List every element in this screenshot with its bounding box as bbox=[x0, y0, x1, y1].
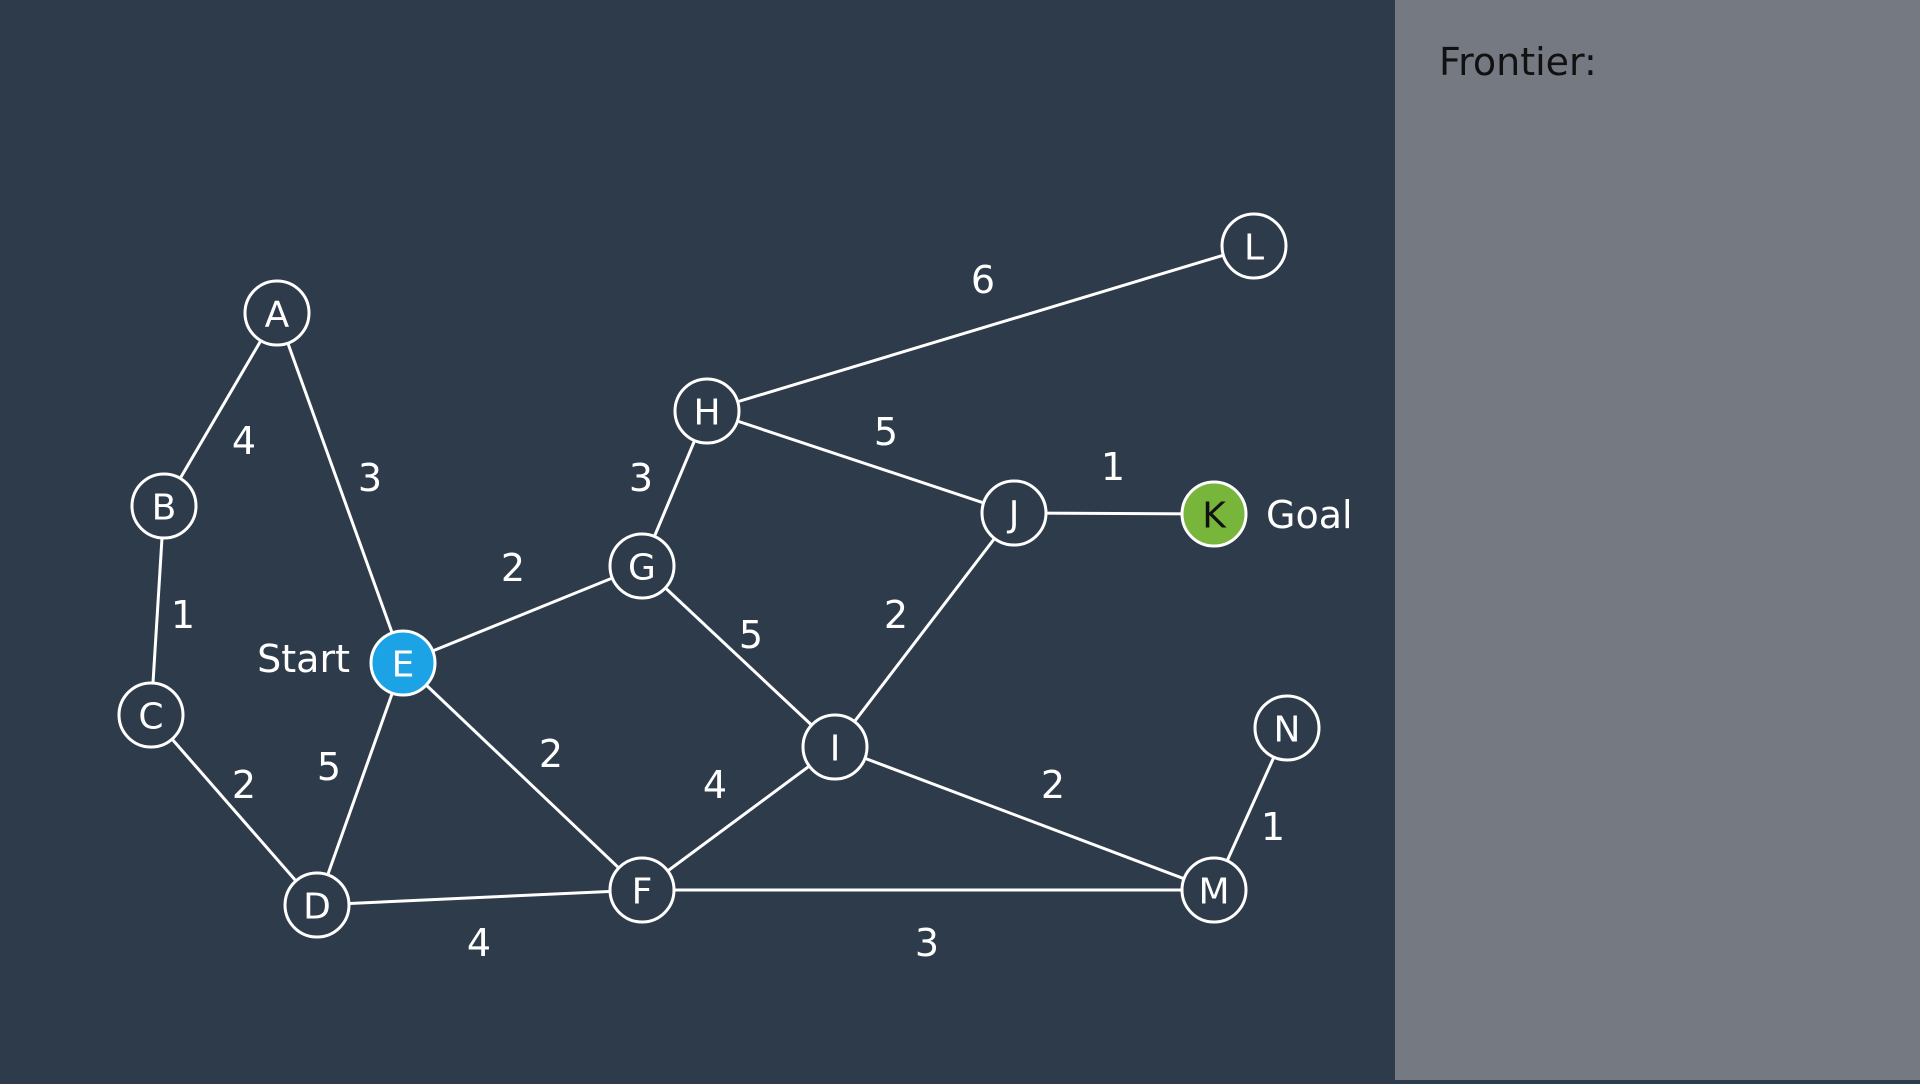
node-i: I bbox=[801, 713, 869, 781]
graph: 4 3 1 2 5 4 2 2 3 5 6 5 1 2 4 2 3 1 A B C D E F G H I J K L M N Start G… bbox=[117, 212, 1353, 965]
node-l: L bbox=[1220, 212, 1288, 280]
edge-e-f bbox=[401, 661, 644, 892]
edge-weight-b-c: 1 bbox=[171, 593, 195, 637]
edge-a-b bbox=[162, 312, 279, 507]
node-label-h: H bbox=[693, 393, 720, 434]
node-a: A bbox=[243, 279, 311, 347]
edge-weight-g-i: 5 bbox=[739, 613, 763, 657]
edge-d-e bbox=[315, 662, 405, 906]
edge-e-g bbox=[402, 564, 643, 665]
edge-weight-h-l: 6 bbox=[971, 258, 995, 302]
edge-c-d bbox=[149, 714, 319, 906]
graph-area: 4 3 1 2 5 4 2 2 3 5 6 5 1 2 4 2 3 1 A B C D E F G H I J K L M N Start G… bbox=[117, 212, 1353, 965]
node-label-j: J bbox=[1007, 495, 1020, 536]
node-label-l: L bbox=[1244, 228, 1264, 269]
node-label-c: C bbox=[138, 697, 163, 738]
edge-b-c bbox=[149, 505, 166, 716]
edge-weight-c-d: 2 bbox=[232, 763, 256, 807]
edge-d-f bbox=[316, 888, 643, 907]
node-circle-l bbox=[1220, 212, 1288, 280]
node-g: G bbox=[608, 532, 676, 600]
node-label-n: N bbox=[1274, 710, 1301, 751]
edge-weight-j-k: 1 bbox=[1101, 445, 1125, 489]
node-circle-i bbox=[801, 713, 869, 781]
edge-weight-i-m: 2 bbox=[1041, 763, 1065, 807]
edge-weight-e-g: 2 bbox=[501, 546, 525, 590]
frontier-title: Frontier: bbox=[1439, 40, 1597, 84]
edge-weight-d-f: 4 bbox=[467, 921, 491, 965]
node-circle-b bbox=[130, 472, 198, 540]
node-label-b: B bbox=[152, 488, 177, 529]
node-e: E bbox=[369, 629, 437, 697]
node-label-e: E bbox=[392, 645, 415, 686]
node-circle-h bbox=[673, 377, 741, 445]
node-circle-d bbox=[283, 871, 351, 939]
edge-weight-f-m: 3 bbox=[915, 921, 939, 965]
edge-a-e bbox=[275, 312, 405, 664]
edge-h-l bbox=[706, 244, 1255, 413]
node-c: C bbox=[117, 681, 185, 749]
node-label-f: F bbox=[632, 872, 653, 913]
frontier-panel: Frontier: bbox=[1395, 0, 1920, 1080]
node-label-g: G bbox=[628, 548, 656, 589]
node-circle-k bbox=[1180, 480, 1248, 548]
edge-i-j bbox=[833, 512, 1016, 748]
node-circle-c bbox=[117, 681, 185, 749]
node-label-i: I bbox=[830, 729, 841, 770]
node-label-k: K bbox=[1202, 496, 1227, 537]
node-circle-n bbox=[1253, 694, 1321, 762]
edge-weight-f-i: 4 bbox=[703, 763, 727, 807]
edge-weight-a-e: 3 bbox=[358, 456, 382, 500]
node-circle-j bbox=[980, 479, 1048, 547]
node-circle-f bbox=[608, 856, 676, 924]
node-d: D bbox=[283, 871, 351, 939]
node-f: F bbox=[608, 856, 676, 924]
start-label: Start bbox=[257, 637, 350, 681]
node-h: H bbox=[673, 377, 741, 445]
node-n: N bbox=[1253, 694, 1321, 762]
node-circle-g bbox=[608, 532, 676, 600]
edge-h-j bbox=[706, 409, 1015, 515]
node-b: B bbox=[130, 472, 198, 540]
node-label-a: A bbox=[265, 295, 290, 336]
node-m: M bbox=[1180, 856, 1248, 924]
edge-g-i bbox=[640, 564, 837, 749]
edge-i-m bbox=[834, 745, 1215, 892]
node-k: K bbox=[1180, 480, 1248, 548]
node-circle-m bbox=[1180, 856, 1248, 924]
node-label-m: M bbox=[1198, 872, 1229, 913]
goal-label: Goal bbox=[1266, 493, 1353, 537]
node-j: J bbox=[980, 479, 1048, 547]
node-circle-e bbox=[369, 629, 437, 697]
edge-weight-d-e: 5 bbox=[317, 745, 341, 789]
node-label-d: D bbox=[303, 887, 331, 928]
edge-weight-h-j: 5 bbox=[874, 410, 898, 454]
edge-f-i bbox=[641, 745, 836, 892]
node-circle-a bbox=[243, 279, 311, 347]
edge-weight-a-b: 4 bbox=[232, 419, 256, 463]
edge-weight-i-j: 2 bbox=[884, 593, 908, 637]
edge-weight-m-n: 1 bbox=[1261, 805, 1285, 849]
edge-weight-e-f: 2 bbox=[539, 732, 563, 776]
edge-weight-g-h: 3 bbox=[629, 456, 653, 500]
